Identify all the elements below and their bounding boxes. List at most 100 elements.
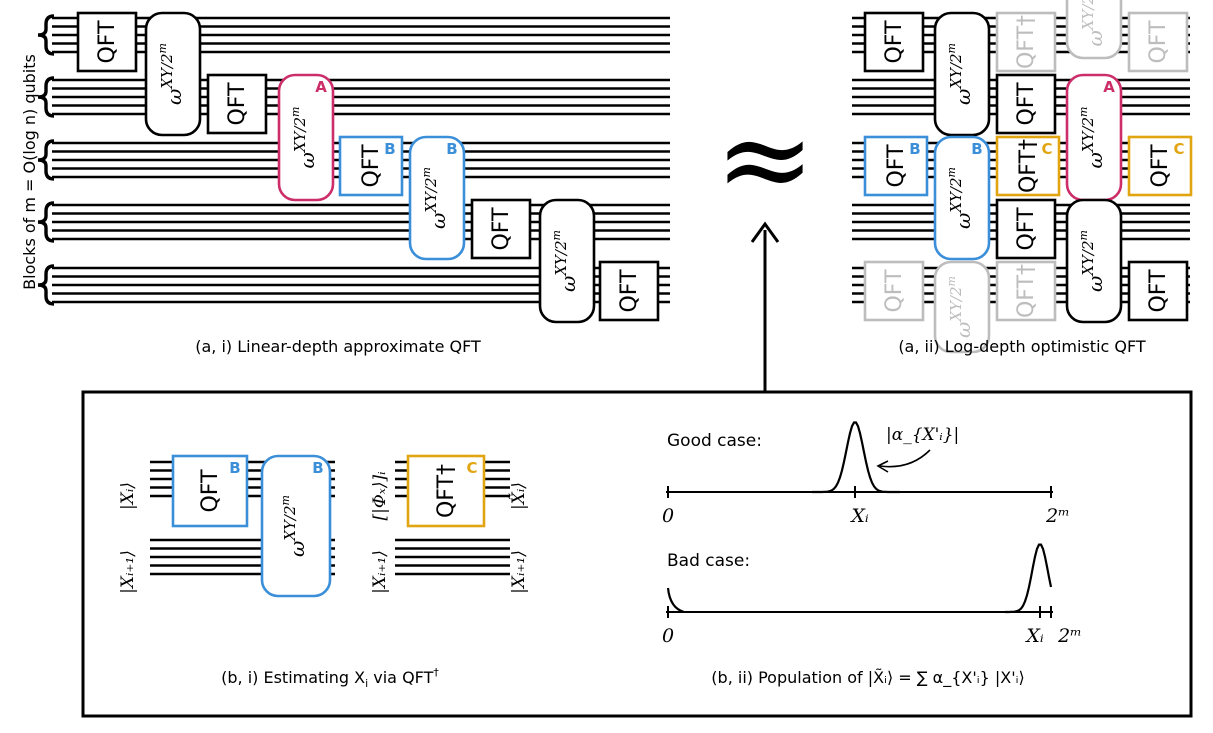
a2-qft-2-box	[995, 73, 1057, 135]
a2-phase-B-exp-sup: m	[945, 167, 958, 177]
a2-phase-4-box	[1065, 198, 1123, 324]
a2-faded-qftdag-top: QFT†	[995, 11, 1057, 73]
a2-phase-B-exp: XY/2	[947, 177, 965, 213]
a1-phase-4-box	[538, 198, 596, 324]
a2-phase-1-label: ωXY/2m	[945, 43, 975, 105]
a2-phase-A-exp-sup: m	[1077, 107, 1090, 117]
a1-phase-B-box	[408, 135, 466, 261]
good-axis-max: 2ᵐ	[1045, 505, 1070, 527]
a2-faded-phase-top-label: ωXY/2m	[1077, 0, 1107, 46]
a1-qft-4: QFT	[470, 198, 532, 260]
a2-phase-A-base: ω	[1083, 152, 1107, 168]
a1-qft-5-box	[598, 260, 660, 322]
a1-phase-B-exp-sup: m	[420, 167, 433, 177]
b1-phase-B: ωXY/2mB	[260, 454, 332, 598]
b1-caption-prefix: (b, i) Estimating X	[221, 668, 365, 687]
a1-qft-1-box	[76, 11, 138, 73]
a1-phase-A-exp-sup: m	[289, 107, 302, 117]
panel-a1-caption: (a, i) Linear-depth approximate QFT	[195, 337, 481, 356]
b1-qft-B: QFT B	[171, 454, 249, 528]
a2-faded-qft-top: QFT	[1127, 11, 1189, 73]
a1-phase-4-exp-sup: m	[550, 230, 563, 240]
bad-peak-curve	[1005, 543, 1053, 614]
a2-faded-phase-top-base: ω	[1083, 30, 1107, 46]
approx-symbol: ≈	[715, 90, 816, 229]
a1-qft-4-label: QFT	[489, 207, 514, 251]
good-axis-zero: 0	[662, 505, 674, 527]
a2-phase-B-box	[933, 135, 991, 261]
a2-faded-phase-top-exp: XY/2	[1079, 0, 1097, 31]
a2-phase-4-label: ωXY/2m	[1077, 230, 1107, 292]
a2-qftdag-C-box	[995, 135, 1061, 197]
a2-phase-1-exp: XY/2	[947, 53, 965, 89]
a2-faded-phase-bottom-box	[933, 260, 991, 354]
a2-qftdag-C: QFT†C	[995, 135, 1061, 197]
b1-qftdag-C-tag: C	[466, 459, 477, 477]
a2-qft-B-label: QFT	[884, 144, 909, 188]
a2-phase-B: ωXY/2m B	[933, 135, 991, 261]
block-brace	[37, 139, 55, 181]
a2-qft-4: QFT	[995, 198, 1057, 260]
a2-phase-1-base: ω	[951, 89, 975, 105]
a2-faded-qftdag-bottom-label: QFT†	[1014, 264, 1039, 318]
b1-phase-B-exp-sup: m	[279, 495, 292, 505]
a2-phase-A-exp: XY/2	[1079, 117, 1097, 153]
bad-axis-max: 2ᵐ	[1057, 625, 1082, 647]
a2-qft-1: QFT	[863, 11, 925, 73]
b1-qft-B-tag: B	[229, 459, 240, 477]
a2-phase-1-box	[933, 11, 991, 137]
a2-faded-qftdag-top-box	[995, 11, 1057, 73]
a2-qft-1-box	[863, 11, 925, 73]
a1-phase-4-label: ωXY/2m	[550, 230, 580, 292]
a2-faded-phase-bottom: ωXY/2m	[933, 260, 991, 354]
b1-ket-xi-left: |Xᵢ⟩	[118, 482, 138, 510]
b2-amp-label: |α_{X'ᵢ}|	[886, 425, 959, 445]
a2-phase-4-base: ω	[1083, 276, 1107, 292]
a2-phase-4-exp: XY/2	[1079, 240, 1097, 276]
b1-phase-B-label: ωXY/2m	[279, 495, 309, 557]
a1-phase-A-exp: XY/2	[291, 117, 309, 153]
bad-axis-xi: Xᵢ	[1024, 625, 1044, 647]
a2-faded-phase-bottom-exp: XY/2	[947, 286, 965, 322]
a1-phase-1: ωXY/2m	[144, 11, 202, 137]
panel-b2-caption: (b, ii) Population of |X̃ᵢ⟩ = ∑ α_{X'ᵢ} …	[711, 668, 1024, 688]
a2-qftdag-C-tag: C	[1041, 140, 1052, 158]
a2-phase-B-base: ω	[951, 213, 975, 229]
a2-phase-4-exp-sup: m	[1077, 230, 1090, 240]
a2-faded-phase-top-box	[1065, 0, 1123, 60]
a1-qft-1-label: QFT	[95, 20, 120, 64]
b1-qft-B-label: QFT	[198, 469, 223, 513]
b1-caption-sup: †	[433, 666, 439, 679]
a2-phase-1: ωXY/2m	[933, 11, 991, 137]
a1-phase-B-tag: B	[446, 140, 457, 158]
b2-bad-label: Bad case:	[667, 551, 750, 571]
panel-b-frame	[81, 390, 1193, 718]
a1-qft-B-tag: B	[384, 140, 395, 158]
bad-axis-zero: 0	[662, 625, 674, 647]
a2-faded-phase-bottom-base: ω	[951, 322, 975, 338]
bad-wrap-curve	[666, 587, 685, 614]
a2-phase-1-exp-sup: m	[945, 43, 958, 53]
panel-a2-caption: (a, ii) Log-depth optimistic QFT	[898, 337, 1146, 356]
a1-phase-A-label: ωXY/2m	[289, 107, 319, 169]
a2-phase-B-tag: B	[971, 140, 982, 158]
a1-phase-A-base: ω	[295, 152, 319, 168]
a2-faded-phase-top: ωXY/2m	[1065, 0, 1123, 60]
a1-phase-1-box	[144, 11, 202, 137]
blocks-side-label: Blocks of m = O(log n) qubits	[20, 54, 39, 290]
b1-ket-xitilde: |X̃ᵢ⟩	[509, 482, 529, 510]
a2-faded-qft-top-label: QFT	[1146, 20, 1171, 64]
a1-qft-5-label: QFT	[617, 269, 642, 313]
a2-faded-phase-bottom-label: ωXY/2m	[945, 276, 975, 338]
a2-qftdag-C-label: QFT†	[1016, 139, 1041, 193]
b1-phase-B-box	[260, 454, 332, 598]
a2-qft-B-tag: B	[909, 140, 920, 158]
a2-faded-qft-bottom-label: QFT	[882, 269, 907, 313]
a2-faded-qft-bottom-box	[863, 260, 925, 322]
a2-phase-4: ωXY/2m	[1065, 198, 1123, 324]
a1-qft-B-label: QFT	[359, 144, 384, 188]
a1-qft-2-label: QFT	[225, 82, 250, 126]
a2-faded-qftdag-top-label: QFT†	[1014, 15, 1039, 69]
